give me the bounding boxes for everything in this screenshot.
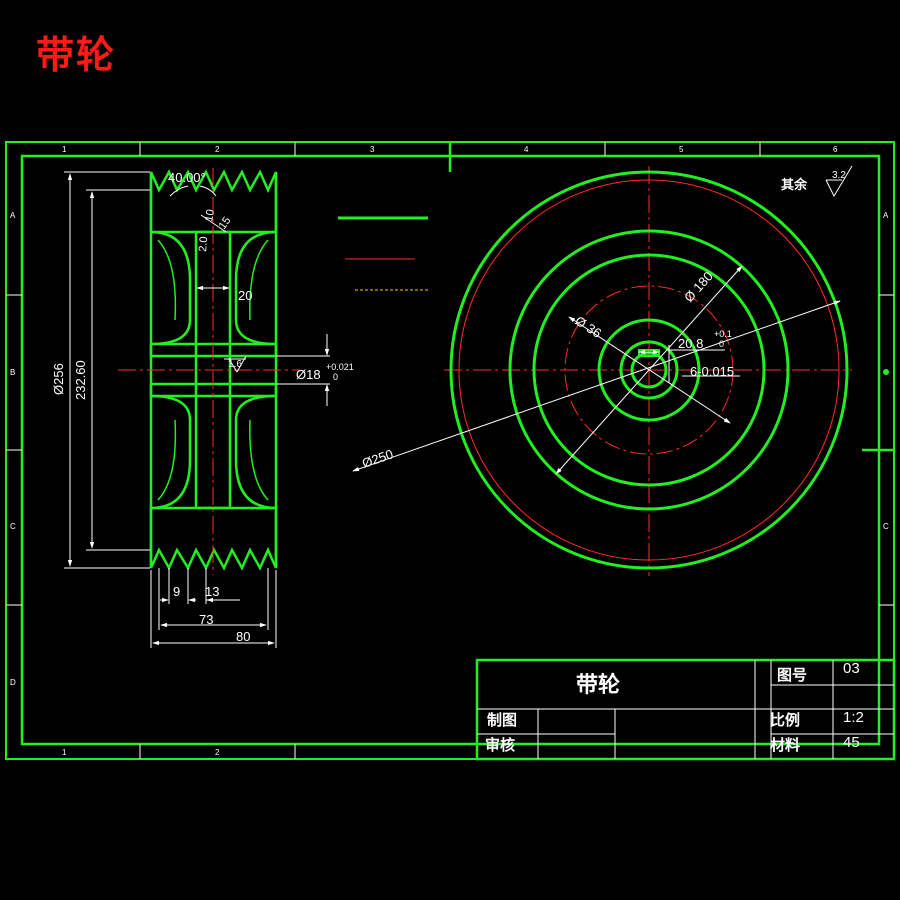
line-type-legend xyxy=(338,216,430,291)
zone-col-4: 4 xyxy=(524,145,529,154)
bore-roughness: 1.6 xyxy=(228,359,242,370)
section-dimensions xyxy=(64,171,330,648)
drawn-by-label: 制图 xyxy=(487,711,517,729)
section-view xyxy=(118,168,300,575)
diameter-180-dim: Ø 180 xyxy=(681,269,716,305)
groove-pitch-dim: 13 xyxy=(205,584,219,599)
groove-edge-dim: 9 xyxy=(173,584,180,599)
keyway-width-dim: 6-0.015 xyxy=(690,364,734,379)
keyway-depth-dim: 20.8 xyxy=(678,336,703,351)
roughness-note: 其余 3.2 xyxy=(781,165,853,198)
diameter-250-dim: Ø250 xyxy=(360,446,395,471)
zone-col-1: 1 xyxy=(62,145,67,154)
zone-col-6: 6 xyxy=(833,145,838,154)
roughness-note-label: 其余 xyxy=(781,177,808,193)
groove-dim-2: 2.0 xyxy=(197,236,210,252)
drawing-title: 带轮 xyxy=(36,32,117,77)
groove-angle-dim: 40.00° xyxy=(168,170,206,185)
bore-diameter-dim: Ø18 xyxy=(296,367,321,382)
zone-row-c-right: C xyxy=(883,522,889,531)
outer-diameter-dim: Ø256 xyxy=(51,363,66,395)
zone-col-3: 3 xyxy=(370,145,375,154)
zone-row-b: B xyxy=(10,368,15,377)
material-label: 材料 xyxy=(770,736,800,754)
zone-row-c: C xyxy=(10,522,16,531)
groove-dim-10: 10 xyxy=(203,208,217,222)
groove-dim-15: 15 xyxy=(217,215,234,232)
scale-value: 1:2 xyxy=(843,709,864,726)
keyway-tol-lower: 0 xyxy=(719,339,724,349)
zone-row-a: A xyxy=(10,211,16,220)
zone-col-2: 2 xyxy=(215,145,220,154)
drawing-no-label: 图号 xyxy=(777,666,807,684)
zone-row-d: D xyxy=(10,678,16,687)
zone-col-bottom-2: 2 xyxy=(215,748,220,757)
title-block-name: 带轮 xyxy=(576,672,620,698)
scale-label: 比例 xyxy=(770,711,800,729)
keyway-tol-upper: +0.1 xyxy=(714,329,732,339)
bore-tol-upper: +0.021 xyxy=(326,362,354,372)
front-dimensions xyxy=(352,265,841,475)
pitch-diameter-dim: 232.60 xyxy=(73,360,88,400)
zone-col-bottom-1: 1 xyxy=(62,748,67,757)
hub-width-dim: 20 xyxy=(238,288,252,303)
title-block xyxy=(475,658,896,761)
zone-col-5: 5 xyxy=(679,145,684,154)
roughness-value: 3.2 xyxy=(832,170,846,181)
checked-by-label: 审核 xyxy=(485,736,515,754)
material-value: 45 xyxy=(843,734,860,751)
groove-span-dim: 73 xyxy=(199,612,213,627)
sheet-border xyxy=(5,141,895,760)
drawing-no-value: 03 xyxy=(843,660,860,677)
total-width-dim: 80 xyxy=(236,629,250,644)
bore-tol-lower: 0 xyxy=(333,372,338,382)
zone-row-a-right: A xyxy=(883,211,889,220)
